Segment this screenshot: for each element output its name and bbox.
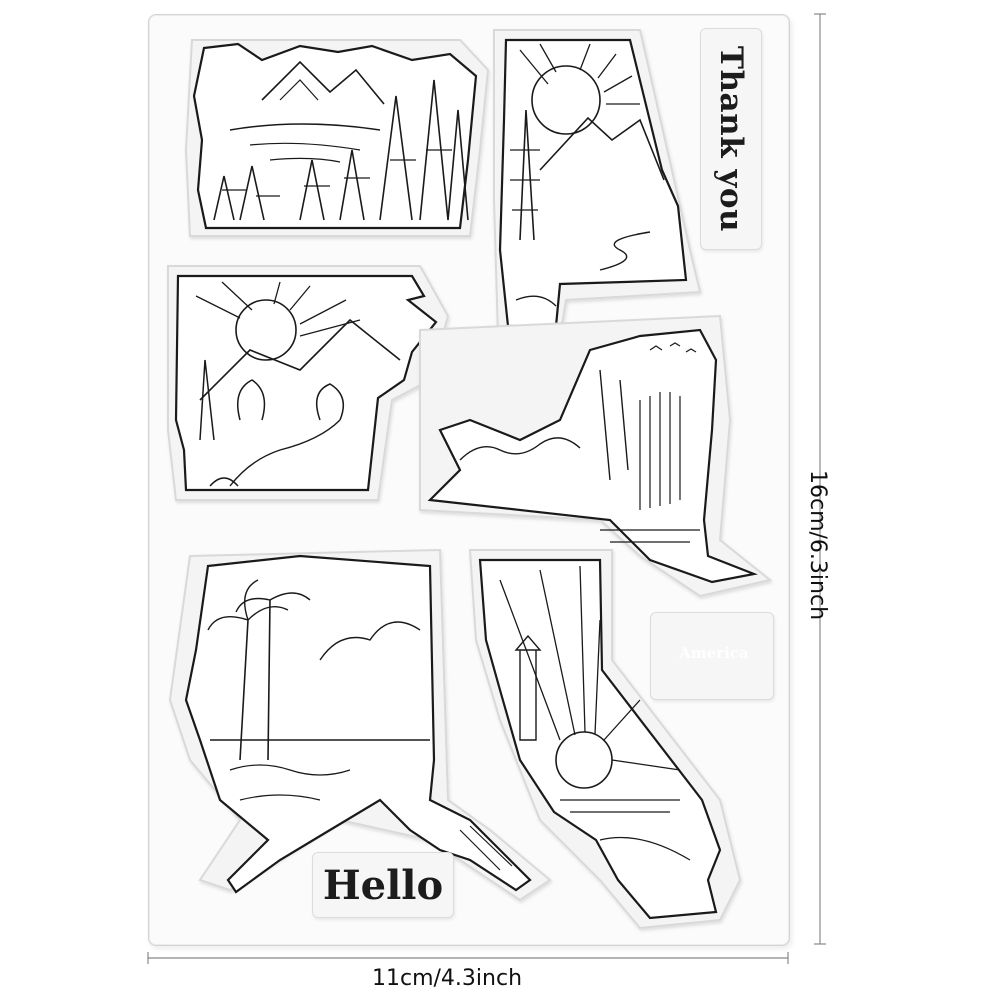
- hello-stamp: Hello: [312, 852, 454, 918]
- thank-you-stamp: Thank you: [700, 28, 762, 250]
- alaska-landscape-stamp: [168, 548, 552, 902]
- america-stamp: [650, 612, 774, 700]
- thank-you-text: Thank you: [713, 45, 750, 233]
- arkansas-landscape-stamp: [167, 265, 450, 501]
- alabama-landscape-stamp: [493, 29, 702, 337]
- dimension-lines: [147, 13, 826, 964]
- california-landscape-stamp: [468, 549, 742, 930]
- new-york-landscape-stamp: [419, 314, 773, 598]
- america-text: America: [679, 644, 749, 662]
- height-dimension-label: 16cm/6.3inch: [805, 470, 830, 621]
- width-dimension-label: 11cm/4.3inch: [372, 966, 523, 991]
- oregon-landscape-stamp: [184, 39, 490, 237]
